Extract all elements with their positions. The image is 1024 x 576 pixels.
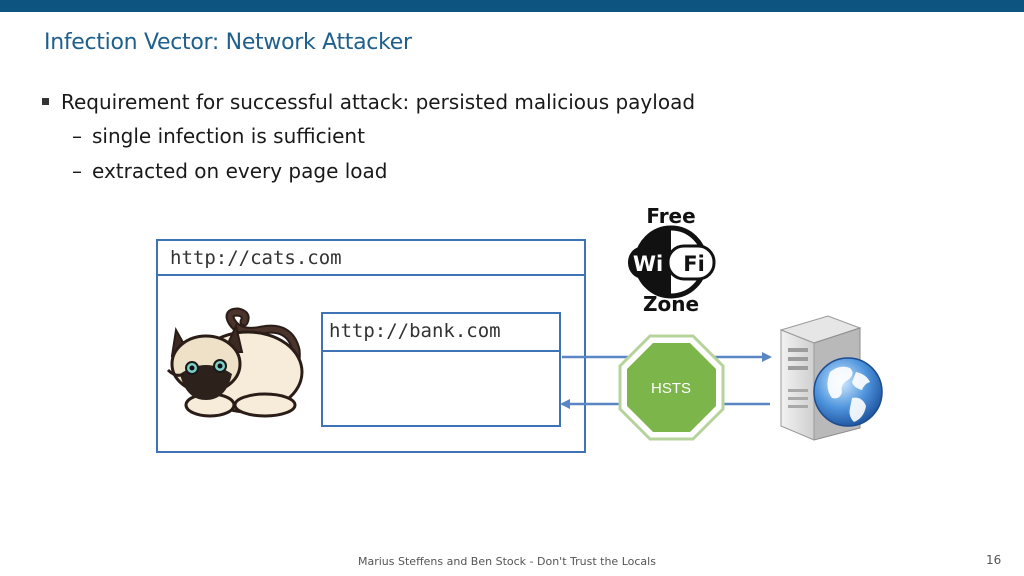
bullet-text: Requirement for successful attack: persi… [61,90,696,114]
cats-address-bar: http://cats.com [158,241,584,276]
cats-url: http://cats.com [170,247,342,269]
bank-address-bar: http://bank.com [323,314,559,352]
sub-bullet-item: –single infection is sufficient [72,124,365,148]
bank-url: http://bank.com [329,320,501,342]
cat-illustration [166,307,304,418]
hsts-stop-sign-icon [618,334,725,441]
wifi-zone-label: Zone [643,292,699,316]
dash-icon: – [72,159,82,183]
slide-footer: Marius Steffens and Ben Stock - Don't Tr… [358,555,656,568]
cats-browser-window: http://cats.com [156,239,586,453]
dash-icon: – [72,124,82,148]
wifi-free-label: Free [646,204,695,228]
sub-bullet-text: single infection is sufficient [92,124,365,148]
hsts-label: HSTS [651,380,691,397]
bullet-item: Requirement for successful attack: persi… [40,90,695,114]
header-bar [0,0,1024,12]
wifi-fi-label: Fi [683,252,705,276]
wifi-wi-label: Wi [633,252,663,276]
bullet-square-icon [42,98,49,105]
sub-bullet-item: –extracted on every page load [72,159,388,183]
wifi-zone-logo [628,225,716,299]
server-globe-icon [779,315,883,441]
sub-bullet-text: extracted on every page load [92,159,388,183]
page-number: 16 [986,553,1002,567]
bank-iframe-window: http://bank.com [321,312,561,427]
slide-title: Infection Vector: Network Attacker [44,30,412,55]
